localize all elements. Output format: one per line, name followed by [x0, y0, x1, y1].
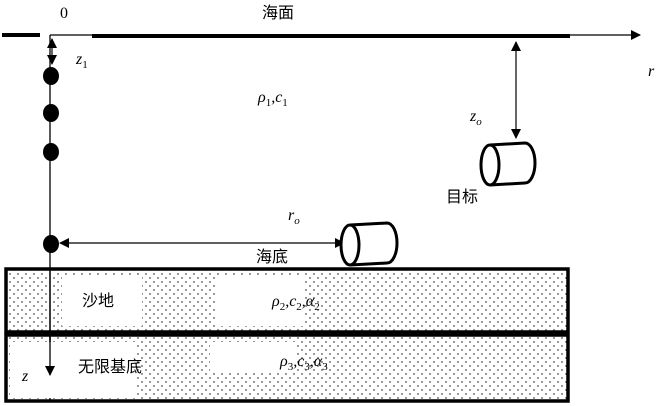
sea-surface-label: 海面 [262, 4, 294, 22]
receiver-1 [43, 67, 59, 85]
sand-layer-label: 沙地 [82, 292, 114, 310]
water-params: ρ1,c1 [257, 89, 288, 109]
target-label: 目标 [446, 188, 478, 206]
z1-label: z1 [75, 51, 88, 71]
origin-label: 0 [60, 5, 68, 22]
z-axis-label-bottom: z [21, 368, 29, 385]
receiver-2 [43, 104, 59, 122]
basement-params: ρ3,c3,α3 [279, 353, 328, 373]
seabed-label: 海底 [256, 248, 288, 266]
receiver-4 [43, 235, 59, 253]
basement-layer-label: 无限基底 [78, 358, 142, 376]
seabed-cylinder [339, 221, 399, 267]
zo-label: zo [469, 108, 482, 128]
ro-label: ro [288, 207, 300, 227]
sand-params: ρ2,c2,α2 [271, 293, 320, 313]
receiver-3 [43, 143, 59, 161]
r-axis-label: r [648, 63, 655, 80]
target-cylinder [479, 141, 537, 187]
